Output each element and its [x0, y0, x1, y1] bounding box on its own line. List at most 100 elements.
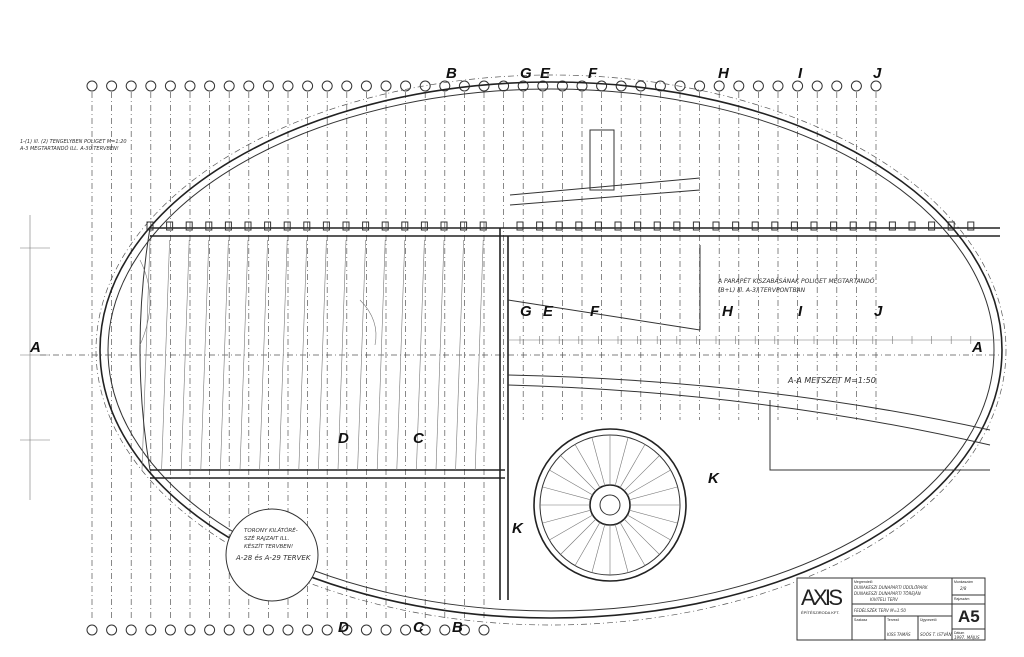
rafter	[396, 239, 406, 471]
grid-bubble-bottom	[184, 624, 196, 636]
left-curve	[139, 227, 151, 471]
grid-bubble-top	[576, 80, 588, 92]
outer-ellipse-wall	[99, 81, 1003, 619]
grid-bubble-top	[86, 80, 98, 92]
marker-lower-k: K	[512, 520, 524, 537]
stair-tread	[627, 469, 671, 496]
grid-bubble-top	[713, 80, 725, 92]
project: DUNAKESZI DUNAPARTI TÖREJÁN	[854, 591, 921, 596]
marker-top-h: H	[718, 65, 730, 82]
eave-line	[95, 74, 1007, 626]
section-title: A-A METSZET M=1:50	[787, 376, 876, 385]
rafter-bearing	[322, 221, 330, 231]
stair-tread	[560, 518, 597, 555]
marker-bottom-c: C	[413, 619, 425, 636]
rafter	[278, 239, 288, 471]
rafter-bearing	[653, 221, 661, 231]
rafter-bearing	[732, 221, 740, 231]
rafter-bearing	[967, 221, 975, 231]
parapet-note-2: (B+L) ill. A-3) TERVPONTBAN	[718, 287, 806, 294]
rafter-bearing	[381, 221, 389, 231]
axis-logo: AXIS	[801, 585, 843, 610]
rafter-bearing	[460, 221, 468, 231]
rafter	[357, 239, 366, 471]
stair-tread	[629, 486, 678, 501]
rajzszam-label: Rajzszám	[954, 597, 969, 601]
rafter-bearing	[166, 221, 174, 231]
grid-bubble-bottom	[282, 624, 294, 636]
marker-lower-d: D	[338, 430, 349, 447]
stair-tread	[591, 437, 606, 486]
grid-bubble-top	[341, 80, 353, 92]
rafter	[376, 239, 386, 471]
ugyvezeto-label: Ügyvezető	[920, 618, 937, 622]
ugyvezeto: SOÓS T. ISTVÁN	[920, 632, 952, 637]
ladder	[589, 129, 615, 191]
central-wall	[499, 228, 509, 600]
rafter-bearing	[575, 221, 583, 231]
stair-slope-2	[507, 384, 991, 446]
rafter-bearing	[362, 221, 370, 231]
grid-bubble-bottom	[145, 624, 157, 636]
grid-bubble-top	[164, 80, 176, 92]
stair-tread	[619, 444, 646, 488]
grid-bubble-bottom	[262, 624, 274, 636]
rafter-bearing	[244, 221, 252, 231]
rafter-bearing	[536, 221, 544, 231]
rafter	[298, 239, 308, 471]
rafter-bearing	[673, 221, 681, 231]
rajzszam: A5	[958, 607, 980, 626]
grid-bubble-bottom	[106, 624, 118, 636]
rafter-bearing	[888, 221, 896, 231]
rafter	[416, 239, 425, 471]
grid-bubble-bottom	[243, 624, 255, 636]
grid-bubble-bottom	[439, 624, 451, 636]
grid-bubble-top	[282, 80, 294, 92]
stair-tread	[614, 437, 629, 486]
rafter-bearing	[401, 221, 409, 231]
structure-lines	[20, 74, 1007, 626]
grid-bubble-top	[360, 80, 372, 92]
marker-top-g: G	[520, 65, 532, 82]
rafter	[239, 239, 249, 471]
callout-line-2: SZÉ RAJZAIT ILL.	[244, 534, 290, 542]
stair-tread	[627, 514, 671, 541]
project-sub: KIVITELI TERV	[870, 597, 898, 602]
marker-mid-i: I	[798, 303, 803, 320]
grid-bubble-bottom	[204, 624, 216, 636]
marker-top-j: J	[873, 65, 882, 82]
stair-tread	[591, 524, 606, 573]
stair-tread	[623, 518, 660, 555]
rafter	[141, 239, 151, 471]
marker-mid-f: F	[590, 303, 600, 320]
stair-tread	[619, 522, 646, 566]
rafter	[337, 239, 347, 471]
rafter-bearing	[634, 221, 642, 231]
beam-upper	[150, 227, 1000, 237]
grid-bubble-bottom	[302, 624, 314, 636]
parapet-note-1: A PARAPÉT KISZABÁSÁNAK POLIGET MEGTARTAN…	[717, 277, 875, 285]
marker-mid-h: H	[722, 303, 734, 320]
rafter-bearing	[420, 221, 428, 231]
grid-bubble-bottom	[419, 624, 431, 636]
marker-top-i: I	[798, 65, 803, 82]
megrendelo: DUNAKESZI DUNAPARTI ÜDÜLŐPARK	[854, 585, 928, 590]
rafter-bearing	[751, 221, 759, 231]
axis-logo-sub: ÉPÍTÉSZIRODA KFT.	[801, 610, 839, 615]
grid-bubble-bottom	[380, 624, 392, 636]
grid-bubble-top	[400, 80, 412, 92]
rafter-bearing	[869, 221, 877, 231]
rafter-bearing	[692, 221, 700, 231]
rafter-bearing	[947, 221, 955, 231]
rafter-bearing	[810, 221, 818, 231]
callout-circle	[225, 508, 319, 602]
marker-bottom-b: B	[452, 619, 463, 636]
grid-bubble-bottom	[125, 624, 137, 636]
grid-bubble-top	[556, 80, 568, 92]
marker-bottom-d: D	[338, 619, 349, 636]
rafter-bearing	[908, 221, 916, 231]
rafter-bearing	[849, 221, 857, 231]
title-block: AXIS ÉPÍTÉSZIRODA KFT. Megrendelő DUNAKE…	[796, 577, 986, 641]
rafter	[435, 239, 445, 471]
grid-bubble-top	[223, 80, 235, 92]
